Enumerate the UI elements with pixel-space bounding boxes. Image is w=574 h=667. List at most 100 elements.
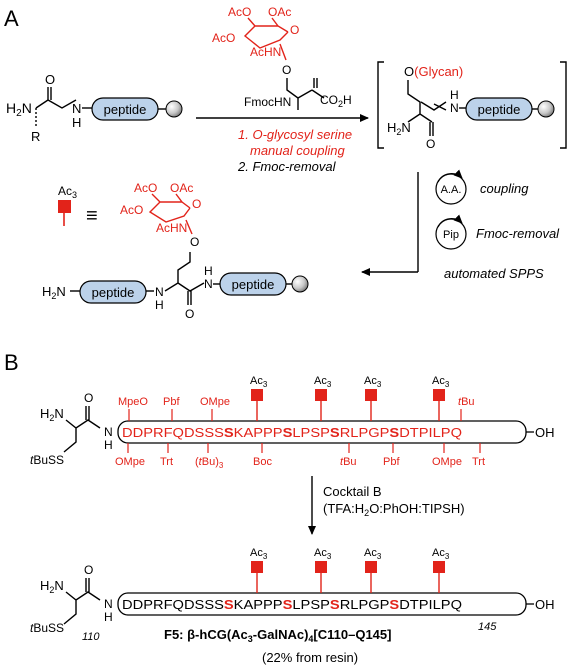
- top-ac3-2: Ac3: [314, 375, 332, 389]
- glycosylated-serine: S: [389, 597, 399, 612]
- top-glycan-4: [433, 389, 445, 401]
- bot-glycan-3: [365, 561, 377, 573]
- legend-linker-o: O: [190, 235, 199, 249]
- res-end: 145: [478, 621, 497, 633]
- res-start: 110: [82, 631, 100, 643]
- product-bead: [537, 100, 555, 118]
- step1-line2: manual coupling: [250, 143, 345, 158]
- product-h: H: [450, 88, 459, 102]
- panel-a-label: A: [4, 6, 19, 31]
- b-top-h2n: H2N: [40, 406, 64, 423]
- panel-b-label: B: [4, 350, 19, 375]
- final-peptide-label-1: peptide: [92, 285, 135, 300]
- product-h2n: H2N: [387, 120, 411, 137]
- glycosylated-serine: S: [224, 597, 234, 612]
- legend-aco-left: AcO: [120, 203, 143, 217]
- final-h2n: H2N: [42, 284, 66, 301]
- start-bead: [165, 100, 183, 118]
- product-peptide-label: peptide: [478, 102, 521, 117]
- glycosyl-serine-reagent: AcO OAc AcO AcHN O O FmocHN CO2H: [212, 5, 352, 110]
- pg-top-mpeo: MpeO: [118, 396, 148, 408]
- spps-cycle: A.A. coupling Pip Fmoc-removal automated…: [435, 169, 560, 281]
- product-o-glycan: O(Glycan): [404, 64, 463, 79]
- glycosylated-serine: S: [330, 425, 340, 440]
- pg-bot-trt-2: Trt: [472, 456, 485, 468]
- legend-ring-o: O: [192, 197, 201, 211]
- b-top-h: H: [104, 438, 113, 452]
- seq-segment: RLPGP: [340, 597, 390, 612]
- legend-red-square: [58, 200, 71, 213]
- b-bot-h: H: [104, 610, 113, 624]
- bot-ac3-4: Ac3: [432, 547, 450, 561]
- starting-resin-amine: H2N O R N H peptide: [6, 72, 183, 144]
- glycosylated-serine: S: [224, 425, 234, 440]
- start-peptide-label: peptide: [104, 102, 147, 117]
- bot-glycan-4: [433, 561, 445, 573]
- cocktail-line1: Cocktail B: [323, 484, 382, 499]
- legend-ac3: Ac3: [58, 184, 77, 200]
- seq-segment: DDPRFQDSSS: [122, 597, 224, 612]
- glycosylated-serine: S: [283, 597, 293, 612]
- reagent-oac-top: OAc: [268, 5, 291, 19]
- seq-segment: KAPPP: [234, 597, 283, 612]
- b-top-o: O: [84, 391, 93, 405]
- b-bot-o: O: [84, 563, 93, 577]
- final-o: O: [185, 307, 194, 321]
- seq-segment: LPSP: [292, 597, 330, 612]
- cycle-coupling: coupling: [480, 181, 529, 196]
- glycosylated-serine: S: [389, 425, 399, 440]
- reagent-linker-o: O: [282, 63, 291, 77]
- pg-top-ompe: OMpe: [200, 396, 230, 408]
- pg-bot-tbu3: (tBu)3: [195, 456, 224, 470]
- top-ac3-4: Ac3: [432, 375, 450, 389]
- seq-segment: RLPGP: [340, 425, 390, 440]
- bottom-glycans: Ac3 Ac3 Ac3 Ac3: [250, 547, 450, 593]
- seq-segment: DDPRFQDSSS: [122, 425, 224, 440]
- start-h2n: H2N: [6, 100, 32, 119]
- cycle-fmoc: Fmoc-removal: [476, 226, 560, 241]
- pg-bot-trt-1: Trt: [160, 456, 173, 468]
- bot-glycan-2: [315, 561, 327, 573]
- glycosylated-serine: S: [330, 597, 340, 612]
- seq-segment: DTPILPQ: [399, 597, 462, 612]
- top-ac3-3: Ac3: [364, 375, 382, 389]
- final-h2: H: [204, 264, 213, 278]
- reagent-aco-left: AcO: [212, 31, 235, 45]
- pg-top-tbu: tBu: [458, 396, 475, 408]
- legend-aco-top: AcO: [134, 181, 157, 195]
- pg-bot-boc: Boc: [253, 456, 272, 468]
- bot-ac3-1: Ac3: [250, 547, 268, 561]
- legend-oac-top: OAc: [170, 181, 193, 195]
- b-bot-oh: OH: [535, 597, 555, 612]
- reagent-co2h: CO2H: [320, 93, 352, 109]
- step2: 2. Fmoc-removal: [237, 159, 337, 174]
- product-o: O: [426, 137, 435, 151]
- top-glycan-2: [315, 389, 327, 401]
- final-peptide-label-2: peptide: [232, 277, 275, 292]
- cocktail-line2: (TFA:H2O:PhOH:TIPSH): [323, 501, 465, 518]
- final-glycopeptide-resin: H2N peptide N H O N H peptide: [42, 252, 309, 321]
- final-h1: H: [155, 298, 164, 312]
- b-top-tbuss: tBuSS: [30, 453, 64, 467]
- product-n: N: [450, 101, 459, 115]
- cycle-pip: Pip: [443, 229, 459, 241]
- final-n2: N: [204, 277, 213, 291]
- cycle-auto: automated SPPS: [444, 266, 544, 281]
- b-bot-h2n: H2N: [40, 578, 64, 595]
- legend-achn: AcHN: [156, 221, 187, 235]
- final-peptide-box-1: [79, 280, 147, 304]
- yield-text: (22% from resin): [262, 650, 358, 665]
- pg-top-pbf: Pbf: [163, 396, 180, 408]
- b-bot-tbuss: tBuSS: [30, 621, 64, 635]
- start-n: N: [72, 101, 81, 116]
- start-h: H: [72, 115, 81, 130]
- pg-bot-ompe-2: OMpe: [432, 456, 462, 468]
- pg-bot-tbu: tBu: [340, 456, 357, 468]
- pg-bot-ompe-1: OMpe: [115, 456, 145, 468]
- start-r: R: [31, 129, 40, 144]
- reagent-achn: AcHN: [250, 45, 281, 59]
